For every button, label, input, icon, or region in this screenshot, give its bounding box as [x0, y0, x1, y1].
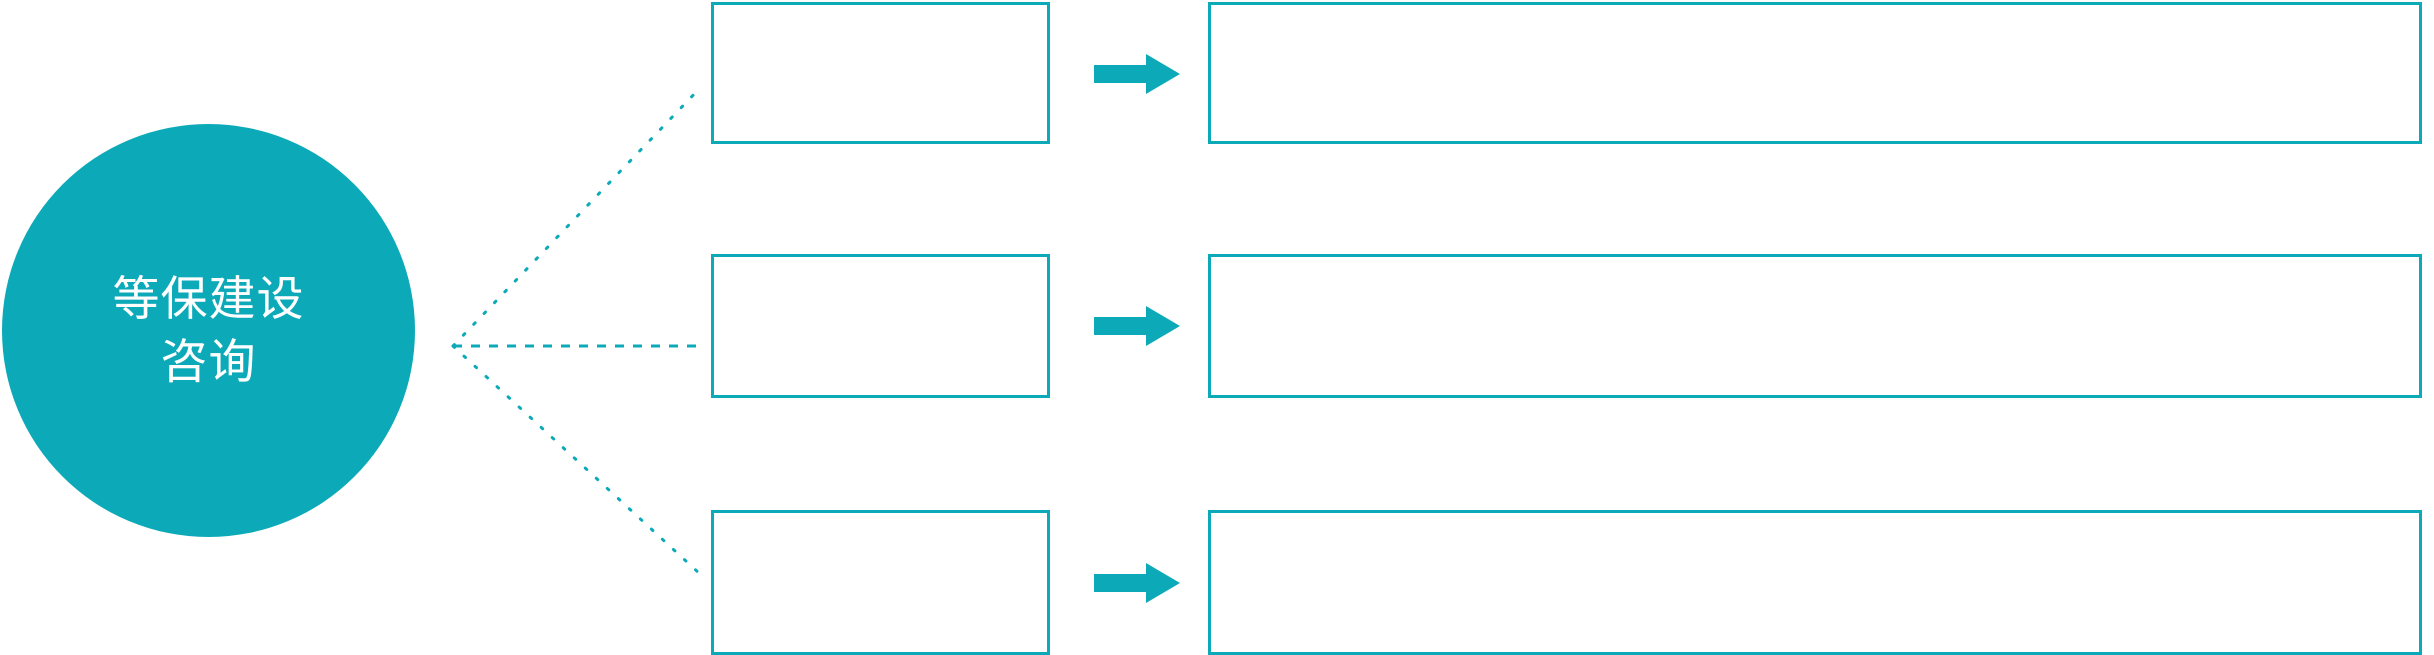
connector-line-top	[451, 86, 702, 348]
right-arrow-icon-2	[1094, 306, 1180, 346]
right-arrow-icon-3	[1094, 563, 1180, 603]
detail-box-1[interactable]	[1208, 2, 2422, 144]
connector-line-bottom	[451, 344, 702, 576]
detail-box-3[interactable]	[1208, 510, 2422, 655]
hub-circle[interactable]: 等保建设 咨询	[2, 124, 415, 537]
label-box-2[interactable]	[711, 254, 1050, 398]
label-box-3[interactable]	[711, 510, 1050, 655]
hub-title-line-2: 咨询	[160, 334, 257, 388]
hub-title-line-1: 等保建设	[112, 272, 305, 325]
detail-box-2[interactable]	[1208, 254, 2422, 398]
label-box-1[interactable]	[711, 2, 1050, 144]
right-arrow-icon-1	[1094, 54, 1180, 94]
